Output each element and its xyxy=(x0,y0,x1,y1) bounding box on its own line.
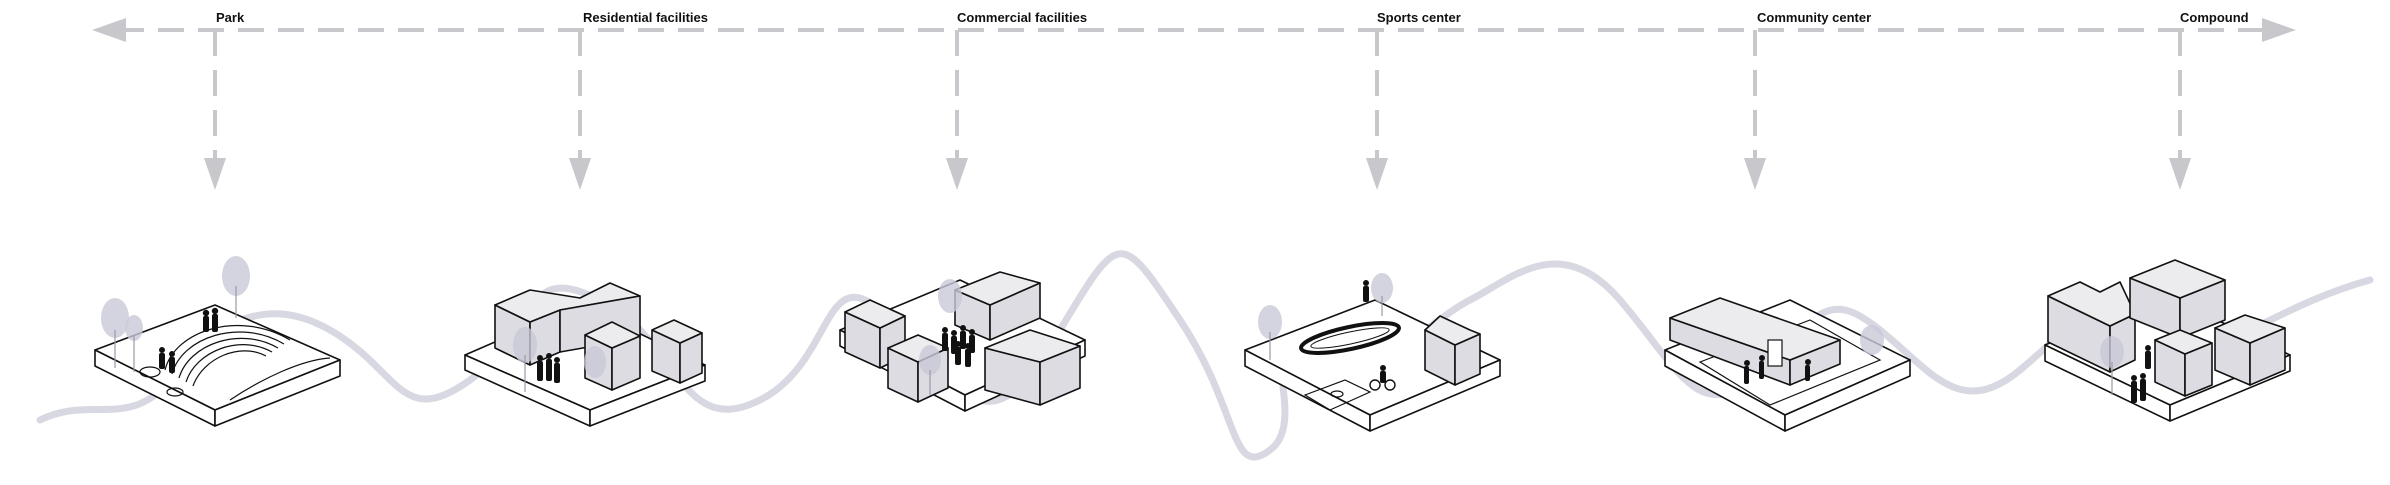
residential-illustration xyxy=(464,282,706,427)
arrow-down-icon xyxy=(946,158,968,190)
down-arrow-compound xyxy=(2169,30,2191,190)
tree-icon xyxy=(1258,273,1393,360)
running-track-icon xyxy=(1299,321,1401,355)
connecting-wave xyxy=(36,250,2374,461)
park-illustration xyxy=(94,256,341,427)
timeline-axis xyxy=(92,18,2296,42)
compound-illustration xyxy=(2044,259,2291,422)
sports-illustration xyxy=(1244,273,1501,432)
court-icon xyxy=(1303,379,1372,411)
tree-icon xyxy=(513,327,606,392)
down-arrow-residential xyxy=(569,30,591,190)
tree-icon xyxy=(2100,336,2124,395)
label-compound: Compound xyxy=(2180,10,2249,25)
people-silhouettes-icon xyxy=(159,307,219,373)
timeline-labels: Park Residential facilities Commercial f… xyxy=(216,10,2249,25)
people-silhouettes-icon xyxy=(537,353,560,383)
people-silhouettes-icon xyxy=(1744,355,1811,384)
community-illustration xyxy=(1664,297,1911,432)
compound-buildings-icon xyxy=(2047,259,2286,397)
sports-building-icon xyxy=(1424,315,1481,386)
crowd-silhouettes-icon xyxy=(942,325,975,367)
down-arrow-sports xyxy=(1366,30,1388,190)
down-arrow-park xyxy=(204,30,226,190)
tree-icon xyxy=(101,256,250,372)
arrow-down-icon xyxy=(2169,158,2191,190)
label-commercial: Commercial facilities xyxy=(957,10,1087,25)
label-park: Park xyxy=(216,10,245,25)
people-silhouettes-icon xyxy=(2131,345,2151,403)
arrow-down-icon xyxy=(569,158,591,190)
right-arrow-icon xyxy=(2262,18,2296,42)
commercial-buildings-icon xyxy=(844,271,1081,406)
down-arrow-community xyxy=(1744,30,1766,190)
tree-icon xyxy=(1860,325,1884,355)
left-arrow-icon xyxy=(92,18,126,42)
arrow-down-icon xyxy=(204,158,226,190)
arrow-down-icon xyxy=(1744,158,1766,190)
label-community: Community center xyxy=(1757,10,1871,25)
down-arrow-commercial xyxy=(946,30,968,190)
arrow-down-icon xyxy=(1366,158,1388,190)
label-sports: Sports center xyxy=(1377,10,1461,25)
commercial-illustration xyxy=(839,271,1086,412)
people-silhouettes-icon xyxy=(1363,280,1396,391)
label-residential: Residential facilities xyxy=(583,10,708,25)
tree-icon xyxy=(919,279,962,395)
down-arrows xyxy=(204,30,2191,190)
